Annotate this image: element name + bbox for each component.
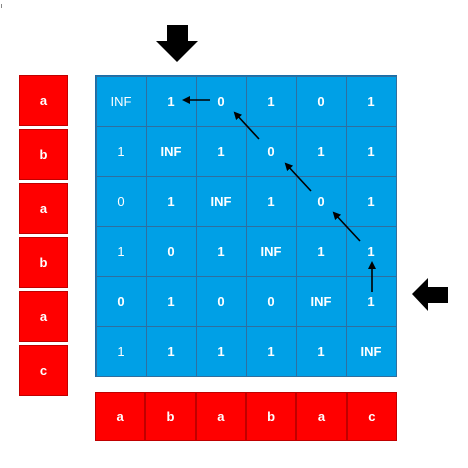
matrix-cell: INF bbox=[195, 175, 247, 227]
row-labels-column: a b a b a c bbox=[19, 75, 68, 399]
matrix-cell: 0 bbox=[295, 75, 347, 127]
column-pointer-arrow-icon bbox=[156, 25, 198, 62]
matrix-cell: 1 bbox=[345, 175, 397, 227]
matrix-cell: 1 bbox=[195, 125, 247, 177]
matrix-cell: 1 bbox=[145, 175, 197, 227]
matrix-cell: INF bbox=[245, 225, 297, 277]
matrix-cell: 0 bbox=[295, 175, 347, 227]
matrix-cell: 1 bbox=[195, 225, 247, 277]
column-label-cell: b bbox=[145, 392, 196, 441]
matrix-cell: 1 bbox=[295, 225, 347, 277]
matrix-cell: 0 bbox=[245, 275, 297, 327]
matrix-cell: INF bbox=[145, 125, 197, 177]
matrix-cell: 1 bbox=[345, 125, 397, 177]
matrix-cell: INF bbox=[295, 275, 347, 327]
row-label-cell: b bbox=[19, 237, 68, 288]
matrix-cell: 1 bbox=[195, 325, 247, 377]
matrix-cell: 1 bbox=[95, 125, 147, 177]
row-pointer-arrow-icon bbox=[412, 278, 448, 311]
matrix-cell: 1 bbox=[145, 275, 197, 327]
matrix-cell: 0 bbox=[195, 75, 247, 127]
distance-matrix: INF 1 0 1 0 1 1 INF 1 0 1 1 0 1 INF 1 0 … bbox=[95, 75, 397, 377]
row-label-cell: a bbox=[19, 183, 68, 234]
column-label-cell: a bbox=[95, 392, 146, 441]
matrix-cell: INF bbox=[95, 75, 147, 127]
matrix-cell: 0 bbox=[95, 175, 147, 227]
matrix-cell: 0 bbox=[95, 275, 147, 327]
row-label-cell: b bbox=[19, 129, 68, 180]
row-label-cell: a bbox=[19, 75, 68, 126]
column-label-cell: c bbox=[346, 392, 397, 441]
matrix-cell: 1 bbox=[95, 225, 147, 277]
corner-tick-mark bbox=[1, 4, 2, 8]
matrix-cell: 1 bbox=[345, 75, 397, 127]
matrix-cell: 0 bbox=[195, 275, 247, 327]
matrix-cell: 1 bbox=[145, 325, 197, 377]
matrix-cell: 1 bbox=[295, 125, 347, 177]
matrix-cell: 1 bbox=[345, 225, 397, 277]
row-label-cell: a bbox=[19, 291, 68, 342]
matrix-cell: INF bbox=[345, 325, 397, 377]
matrix-cell: 1 bbox=[345, 275, 397, 327]
column-label-cell: b bbox=[245, 392, 297, 441]
matrix-cell: 1 bbox=[245, 175, 297, 227]
matrix-cell: 1 bbox=[145, 75, 197, 127]
column-label-cell: a bbox=[195, 392, 246, 441]
matrix-cell: 0 bbox=[245, 125, 297, 177]
matrix-cell: 1 bbox=[295, 325, 347, 377]
row-label-cell: c bbox=[19, 345, 68, 396]
matrix-cell: 0 bbox=[145, 225, 197, 277]
matrix-cell: 1 bbox=[95, 325, 147, 377]
column-labels-row: a b a b a c bbox=[95, 392, 397, 441]
matrix-cell: 1 bbox=[245, 75, 297, 127]
column-label-cell: a bbox=[296, 392, 347, 441]
matrix-cell: 1 bbox=[245, 325, 297, 377]
